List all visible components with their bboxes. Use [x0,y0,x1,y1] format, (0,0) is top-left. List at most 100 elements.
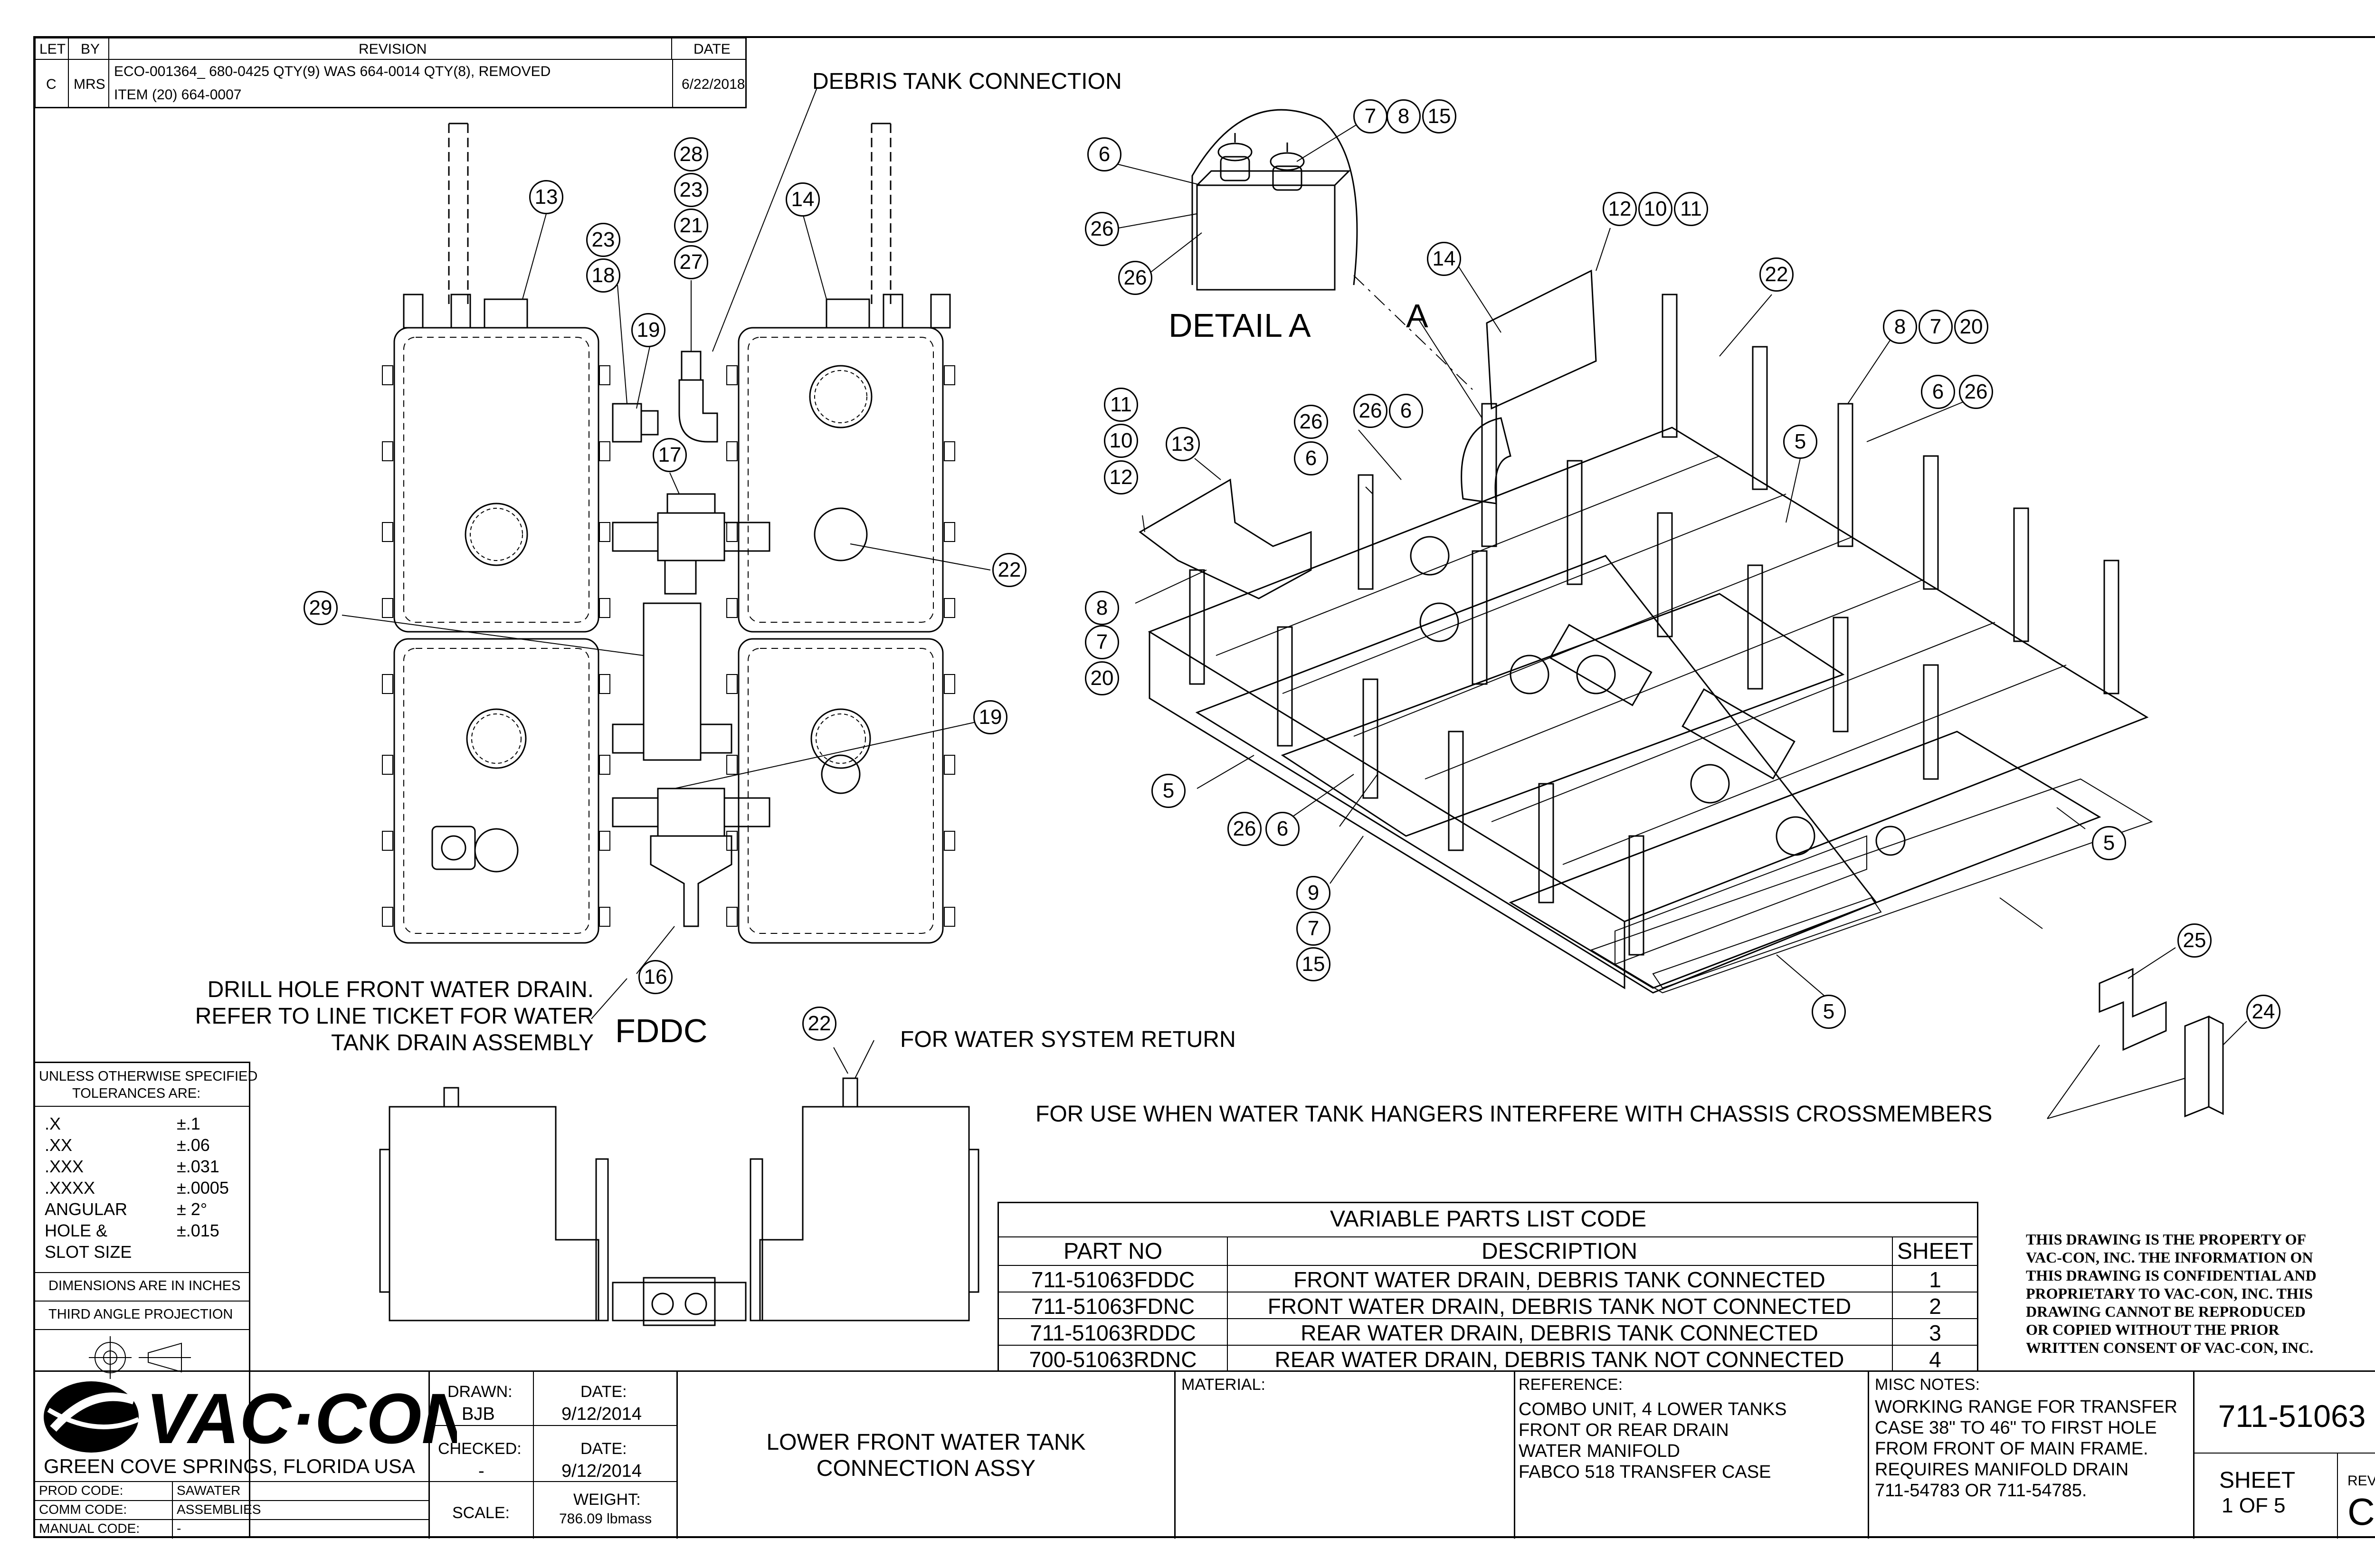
reference-line: FABCO 518 TRANSFER CASE [1519,1462,1771,1482]
parts-header-description: DESCRIPTION [1481,1239,1638,1264]
detail-a-view [1191,109,1473,390]
parts-row-part-no: 711-51063RDDC [1030,1321,1196,1345]
misc-note-line: WORKING RANGE FOR TRANSFER [1875,1397,2177,1417]
callout-drill-hole-line1: DRILL HOLE FRONT WATER DRAIN. [207,977,594,1002]
frame-platform-back [1148,427,2149,922]
parts-row-description: FRONT WATER DRAIN, DEBRIS TANK NOT CONNE… [1267,1294,1852,1319]
parts-row-sheet: 3 [1929,1321,1941,1345]
code-value: SAWATER [177,1483,241,1498]
reference-label: REFERENCE: [1519,1376,1623,1394]
material-label: MATERIAL: [1181,1376,1265,1394]
variable-parts-list: VARIABLE PARTS LIST CODE PART NO DESCRIP… [998,1202,1978,1372]
leader-lines [342,87,2247,1119]
tolerance-label: SLOT SIZE [45,1242,132,1262]
company-location: GREEN COVE SPRINGS, FLORIDA USA [44,1455,415,1477]
rev-header-let: LET [39,41,66,57]
parts-row-description: REAR WATER DRAIN, DEBRIS TANK CONNECTED [1301,1321,1818,1345]
code-value: ASSEMBLIES [177,1502,261,1517]
rev-description-line2: ITEM (20) 664-0007 [114,87,242,103]
code-label: COMM CODE: [39,1502,127,1517]
rev-date-value: 6/22/2018 [682,76,745,92]
tolerance-label: .X [45,1114,61,1133]
checked-label: CHECKED: [438,1440,522,1458]
tolerance-value: ±.06 [177,1135,210,1155]
parts-row-sheet: 4 [1929,1347,1941,1372]
misc-note-line: FROM FRONT OF MAIN FRAME. [1875,1439,2148,1459]
rev-header-revision: REVISION [359,41,427,57]
vac-con-logo: VAC·CON [44,1378,457,1458]
callout-water-system-return: FOR WATER SYSTEM RETURN [900,1027,1236,1052]
parts-row-sheet: 2 [1929,1294,1941,1319]
drawing-number: 711-51063 [2218,1398,2366,1434]
drawn-label: DRAWN: [447,1383,513,1401]
callout-drill-hole-line2: REFER TO LINE TICKET FOR WATER [195,1004,594,1029]
callout-debris-tank-connection: DEBRIS TANK CONNECTION [812,69,1122,94]
misc-note-line: 711-54783 OR 711-54785. [1875,1481,2087,1501]
drawing-title-line2: CONNECTION ASSY [816,1456,1036,1481]
tolerance-label: ANGULAR [45,1199,128,1219]
tolerance-label: .XXXX [45,1178,95,1197]
section-marker-a: A [1406,297,1428,334]
code-label: MANUAL CODE: [39,1521,140,1536]
rev-header-date: DATE [694,41,731,57]
sheet-value: 1 OF 5 [2222,1494,2286,1517]
rev-header-by: BY [81,41,100,57]
tolerance-title-line2: TOLERANCES ARE: [72,1086,201,1101]
misc-note-line: REQUIRES MANIFOLD DRAIN [1875,1460,2129,1480]
checked-date-label: DATE: [580,1440,627,1458]
tolerance-value: ±.1 [177,1114,200,1133]
weight-label: WEIGHT: [573,1491,641,1509]
tank-top-left [393,327,599,633]
reference-line: COMBO UNIT, 4 LOWER TANKS [1519,1399,1787,1419]
isometric-frame [1139,269,2153,994]
tolerance-label: .XXX [45,1157,84,1176]
tank-bottom-right [738,638,944,944]
tolerance-value: ±.0005 [177,1178,229,1197]
parts-row-description: REAR WATER DRAIN, DEBRIS TANK NOT CONNEC… [1274,1347,1844,1372]
code-label: PROD CODE: [39,1483,124,1498]
reference-line: WATER MANIFOLD [1519,1441,1680,1461]
parts-list-title: VARIABLE PARTS LIST CODE [1330,1207,1646,1232]
code-value: - [177,1521,181,1536]
sheet-label: SHEET [2219,1468,2296,1493]
parts-row-part-no: 700-51063RDNC [1029,1347,1197,1372]
parts-row-part-no: 711-51063FDNC [1031,1294,1195,1319]
title-block: VAC·CON GREEN COVE SPRINGS, FLORIDA USA … [34,1370,2375,1539]
notice-line: WRITTEN CONSENT OF VAC-CON, INC. [2026,1339,2314,1356]
checked-date: 9/12/2014 [561,1461,642,1481]
drawing-title-line1: LOWER FRONT WATER TANK [766,1430,1086,1455]
checked-value: - [478,1461,484,1481]
notice-line: THIS DRAWING IS THE PROPERTY OF [2026,1231,2307,1248]
drawn-date: 9/12/2014 [561,1404,642,1424]
misc-note-line: CASE 38" TO 46" TO FIRST HOLE [1875,1418,2157,1438]
notice-line: THIS DRAWING IS CONFIDENTIAL AND [2026,1267,2317,1284]
notice-line: PROPRIETARY TO VAC-CON, INC. THIS [2026,1285,2313,1302]
parts-row-sheet: 1 [1929,1267,1941,1292]
callout-drill-hole-line3: TANK DRAIN ASSEMBLY [331,1030,594,1055]
misc-notes-label: MISC NOTES: [1875,1376,1980,1394]
notice-line: VAC-CON, INC. THE INFORMATION ON [2026,1249,2313,1266]
hanger-brackets [2099,968,2224,1118]
tolerance-value: ± 2° [177,1199,208,1219]
tolerance-label: HOLE & [45,1221,108,1240]
view-label-fddc: FDDC [615,1012,708,1049]
logo-wordmark: VAC·CON [146,1378,457,1458]
tank-bottom-left [393,638,599,944]
rev-value: C [2347,1491,2375,1533]
weight-value: 786.09 lbmass [559,1511,652,1527]
notice-line: OR COPIED WITHOUT THE PRIOR [2026,1321,2280,1338]
notice-line: DRAWING CANNOT BE REPRODUCED [2026,1303,2306,1320]
detail-a-label: DETAIL A [1168,307,1311,344]
tolerance-title-line1: UNLESS OTHERWISE SPECIFIED [39,1069,258,1084]
drawn-date-label: DATE: [580,1383,627,1401]
dimensions-note: DIMENSIONS ARE IN INCHES [48,1278,241,1293]
parts-header-part-no: PART NO [1063,1239,1163,1264]
tank-top-right [738,327,944,633]
third-angle-projection-icon [89,1336,191,1379]
reference-line: FRONT OR REAR DRAIN [1519,1420,1729,1440]
callout-hangers-note: FOR USE WHEN WATER TANK HANGERS INTERFER… [1036,1102,1993,1127]
rev-label: REV [2347,1473,2375,1489]
tolerance-block: UNLESS OTHERWISE SPECIFIED TOLERANCES AR… [34,1062,257,1537]
rev-by-value: MRS [74,76,105,92]
